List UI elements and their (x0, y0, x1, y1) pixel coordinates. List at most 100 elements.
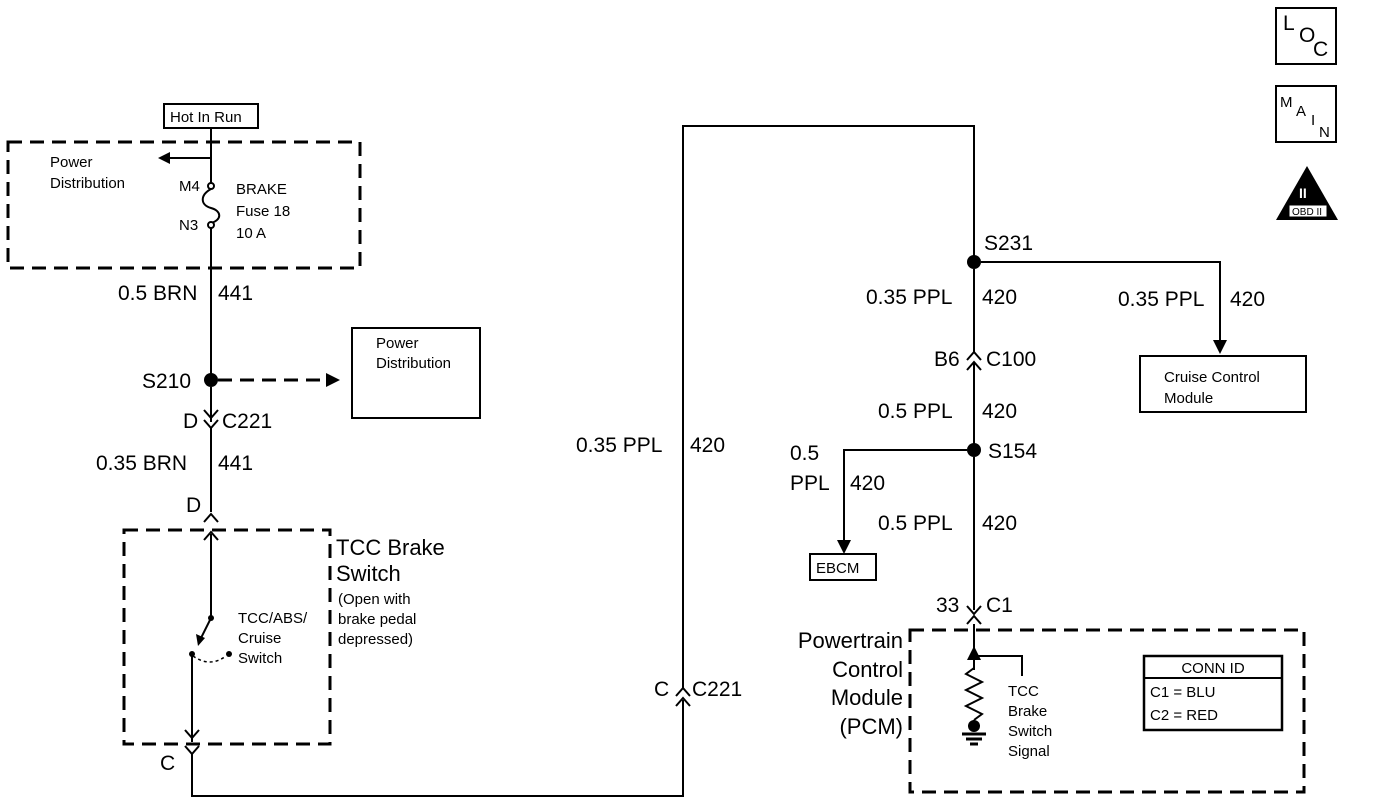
ppl-420-wire (682, 125, 975, 688)
svg-text:L: L (1283, 12, 1295, 35)
pcm-boundary (908, 628, 1306, 794)
svg-text:Powertrain: Powertrain (798, 628, 903, 653)
ebcm-branch-wire (843, 449, 967, 542)
wire-mid-gauge: 0.35 PPL (576, 434, 662, 457)
wire-ppl2-gauge: 0.5 PPL (878, 400, 953, 423)
svg-text:A: A (1296, 103, 1306, 120)
brake-fuse: M4 N3 BRAKE Fuse 18 10 A (179, 158, 290, 242)
wire-mid-circuit: 420 (690, 434, 725, 457)
pin-33-label: 33 (936, 594, 959, 617)
svg-text:Module: Module (1164, 390, 1213, 407)
wire-ebcm-circuit: 420 (850, 472, 885, 495)
svg-text:Power: Power (50, 154, 93, 171)
conn-id-table: CONN ID C1 = BLU C2 = RED (1142, 654, 1284, 732)
hot-in-run-label: Hot In Run (163, 103, 259, 129)
loc-icon[interactable]: L O C (1275, 7, 1337, 65)
wire-ppl1-gauge: 0.35 PPL (866, 286, 952, 309)
svg-text:M: M (1280, 94, 1293, 111)
svg-text:Hot In Run: Hot In Run (170, 109, 242, 126)
wire-brn2-circuit: 441 (218, 452, 253, 475)
svg-text:Distribution: Distribution (376, 355, 451, 372)
svg-text:Brake: Brake (1008, 703, 1047, 720)
switch-name-label: TCC/ABS/ Cruise Switch (238, 610, 308, 667)
splice-s154 (967, 443, 981, 457)
svg-text:Switch: Switch (238, 650, 282, 667)
conn-id-title: CONN ID (1181, 660, 1245, 677)
svg-text:BRAKE: BRAKE (236, 181, 287, 198)
obd-ii-icon[interactable]: II OBD II (1276, 166, 1338, 220)
wire-ppl3-circuit: 420 (982, 512, 1017, 535)
wire-ppl3-gauge: 0.5 PPL (878, 512, 953, 535)
c221-c-label: C221 (692, 678, 742, 701)
conn-id-row: C2 = RED (1150, 707, 1218, 724)
switch-d-pin: D (186, 494, 201, 517)
svg-text:Signal: Signal (1008, 743, 1050, 760)
signal-sense-wire (974, 655, 1023, 676)
wire-brn2-gauge: 0.35 BRN (96, 452, 187, 475)
svg-text:(PCM): (PCM) (839, 714, 903, 739)
b6-pin-label: B6 (934, 348, 960, 371)
tcc-signal-label: TCC Brake Switch Signal (1008, 683, 1052, 760)
s231-label: S231 (984, 232, 1033, 255)
open-note: (Open with brake pedal depressed) (338, 591, 416, 648)
main-icon[interactable]: M A I N (1275, 85, 1337, 143)
wire-brn-circuit: 441 (218, 282, 253, 305)
tcc-brake-switch-title: TCC Brake Switch (336, 535, 445, 586)
power-distribution-top-label: Power Distribution (50, 154, 125, 192)
c1-connector (966, 605, 982, 616)
arrow-right-icon (326, 373, 340, 387)
c221-c-pin: C (654, 678, 669, 701)
wire-ebcm-gauge2: PPL (790, 472, 830, 495)
svg-text:OBD II: OBD II (1292, 207, 1322, 218)
svg-text:EBCM: EBCM (816, 560, 859, 577)
power-distribution-box[interactable]: Power Distribution (351, 327, 481, 419)
splice-s210 (204, 373, 218, 387)
ground-icon (962, 732, 986, 746)
svg-text:TCC/ABS/: TCC/ABS/ (238, 610, 308, 627)
svg-text:Switch: Switch (336, 561, 401, 586)
cruise-control-module-box[interactable]: Cruise Control Module (1139, 355, 1307, 413)
svg-text:Switch: Switch (1008, 723, 1052, 740)
c100-label: C100 (986, 348, 1036, 371)
switch-c-connector (184, 745, 200, 756)
svg-text:Cruise Control: Cruise Control (1164, 369, 1260, 386)
cruise-branch-wire (981, 261, 1221, 342)
svg-text:M4: M4 (179, 178, 200, 195)
wire-ppl2-circuit: 420 (982, 400, 1017, 423)
svg-text:N3: N3 (179, 217, 198, 234)
svg-text:Distribution: Distribution (50, 175, 125, 192)
resistor-icon (963, 667, 985, 721)
c221-label: C221 (222, 410, 272, 433)
svg-text:Control: Control (832, 657, 903, 682)
svg-text:TCC: TCC (1008, 683, 1039, 700)
tcc-brake-switch-boundary (122, 528, 332, 746)
svg-text:C: C (1313, 38, 1328, 61)
svg-text:Power: Power (376, 335, 419, 352)
conn-id-row: C1 = BLU (1150, 684, 1215, 701)
pcm-title: Powertrain Control Module (PCM) (798, 628, 903, 739)
wire-cruise-circuit: 420 (1230, 288, 1265, 311)
svg-text:(Open with: (Open with (338, 591, 411, 608)
wire-brn-gauge: 0.5 BRN (118, 282, 197, 305)
arrow-left-icon (158, 152, 170, 164)
arrow-down-icon (1213, 340, 1227, 354)
ppl-420-return-wire (191, 700, 684, 797)
svg-text:II: II (1299, 185, 1307, 201)
svg-text:Cruise: Cruise (238, 630, 281, 647)
svg-text:TCC Brake: TCC Brake (336, 535, 445, 560)
svg-text:Module: Module (831, 685, 903, 710)
s210-label: S210 (142, 370, 191, 393)
d-pin-label: D (183, 410, 198, 433)
wire-ebcm-gauge: 0.5 (790, 442, 819, 465)
c1-label: C1 (986, 594, 1013, 617)
s154-label: S154 (988, 440, 1037, 463)
svg-text:N: N (1319, 124, 1330, 141)
ebcm-box[interactable]: EBCM (809, 553, 877, 581)
switch-contact (199, 617, 212, 641)
svg-text:depressed): depressed) (338, 631, 413, 648)
svg-text:I: I (1311, 112, 1315, 129)
svg-text:O: O (1299, 24, 1315, 47)
wire-ppl1-circuit: 420 (982, 286, 1017, 309)
switch-c-pin: C (160, 752, 175, 775)
